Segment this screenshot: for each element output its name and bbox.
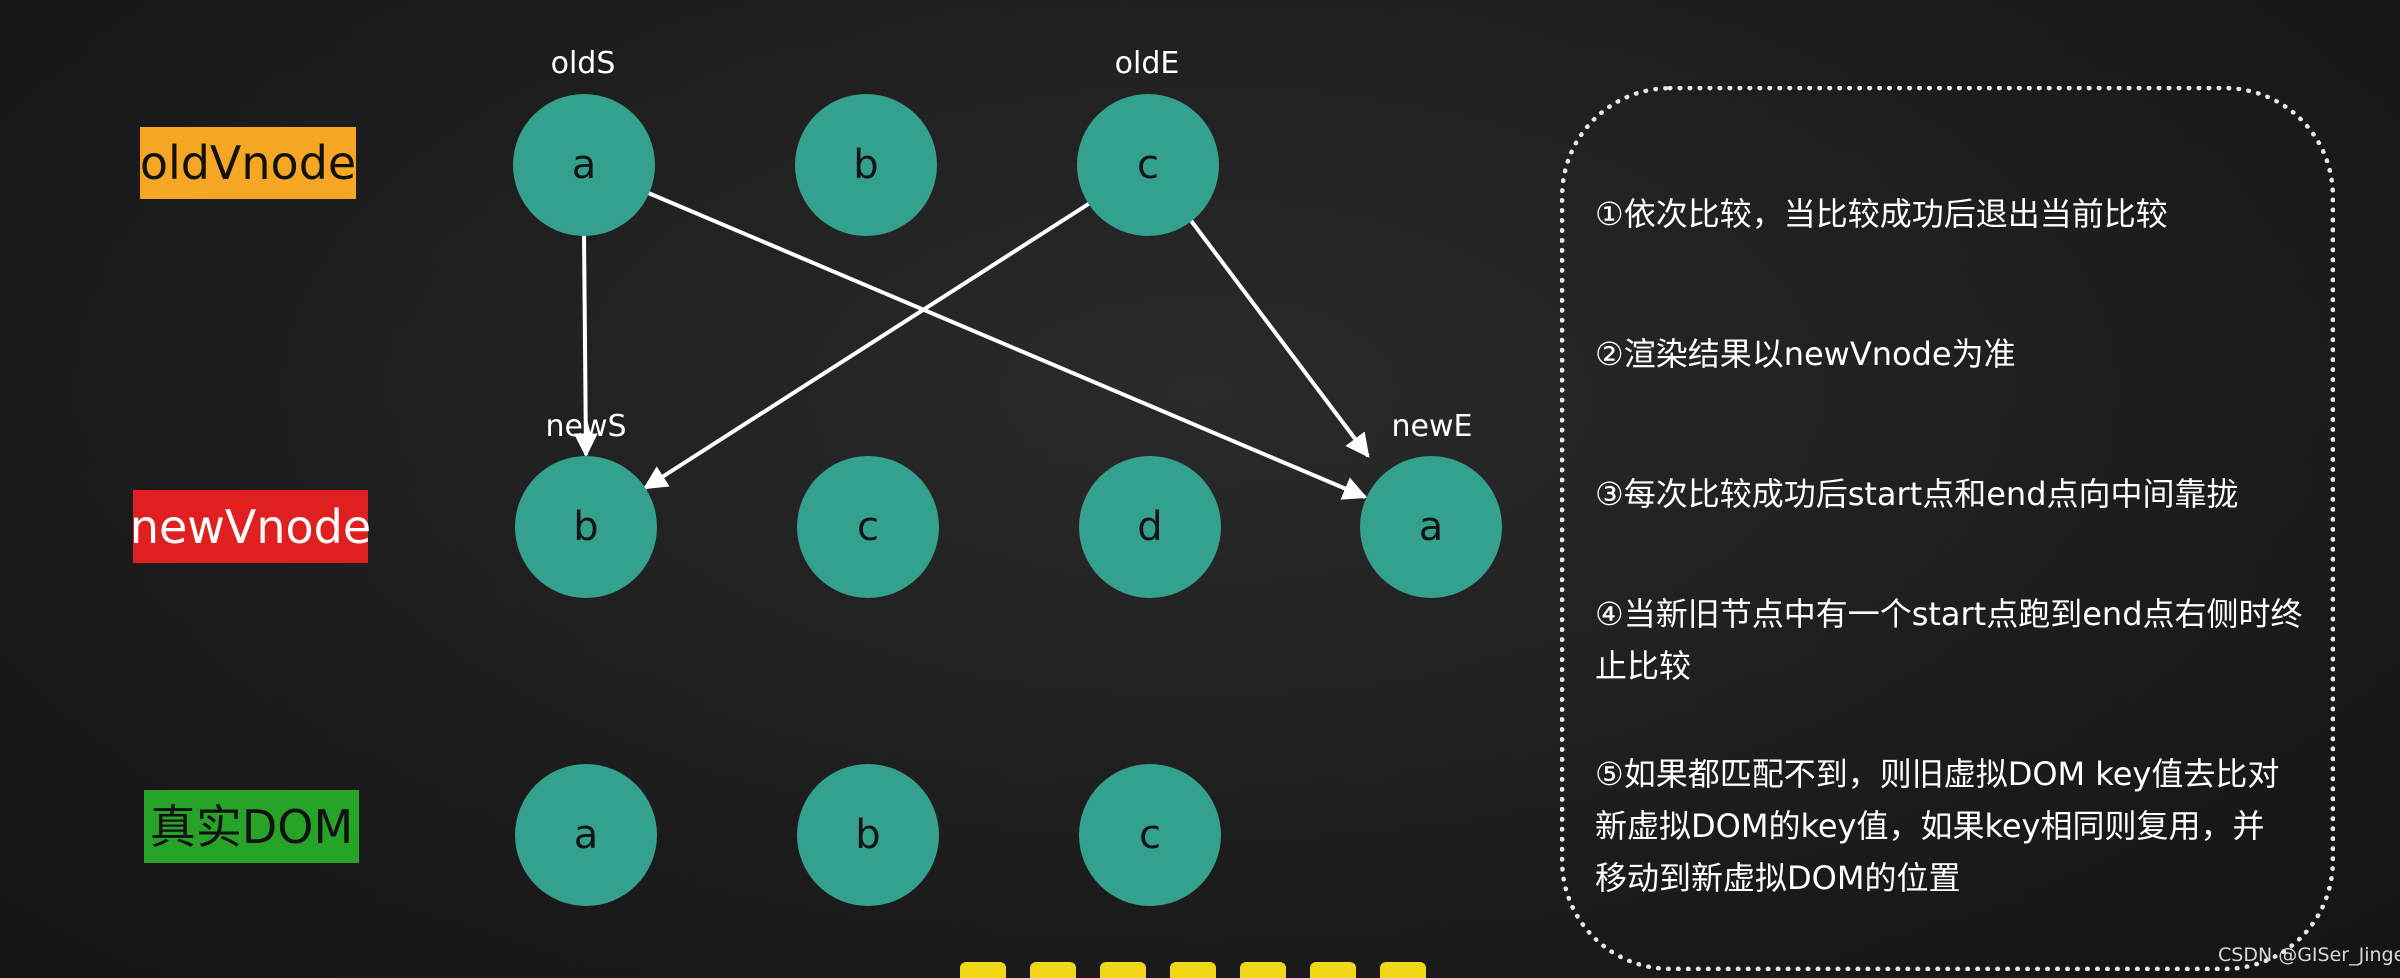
arrow-old-c-to-new-a xyxy=(1187,216,1370,458)
dom-node-a: a xyxy=(515,764,657,906)
note-4: ④当新旧节点中有一个start点跑到end点右侧时终 止比较 xyxy=(1595,595,2303,685)
new-node-c: c xyxy=(797,456,939,598)
dom-node-b: b xyxy=(797,764,939,906)
note-1: ①依次比较，当比较成功后退出当前比较 xyxy=(1595,195,2168,233)
new-node-d: d xyxy=(1079,456,1221,598)
notes-panel xyxy=(1560,86,2335,971)
note-2: ②渲染结果以newVnode为准 xyxy=(1595,335,2016,373)
real-dom-label: 真实DOM xyxy=(144,790,359,863)
old-node-b: b xyxy=(795,94,937,236)
old-end-pointer: oldE xyxy=(1114,46,1180,81)
dom-node-c: c xyxy=(1079,764,1221,906)
old-node-a: a xyxy=(513,94,655,236)
note-5: ⑤如果都匹配不到，则旧虚拟DOM key值去比对 新虚拟DOM的key值，如果k… xyxy=(1595,755,2280,897)
new-node-a: a xyxy=(1360,456,1502,598)
old-vnode-label: oldVnode xyxy=(140,127,356,199)
cropped-subtitle xyxy=(960,962,1520,978)
old-start-pointer: oldS xyxy=(550,46,616,81)
note-3: ③每次比较成功后start点和end点向中间靠拢 xyxy=(1595,475,2239,513)
new-end-pointer: newE xyxy=(1391,409,1473,444)
new-vnode-label: newVnode xyxy=(130,490,371,563)
watermark: CSDN @GISer_Jinger xyxy=(2218,944,2400,966)
arrow-old-a-to-new-b xyxy=(573,232,598,458)
arrow-old-a-to-new-a xyxy=(645,190,1368,500)
arrow-old-c-to-new-b xyxy=(642,201,1092,490)
new-node-b: b xyxy=(515,456,657,598)
old-node-c: c xyxy=(1077,94,1219,236)
